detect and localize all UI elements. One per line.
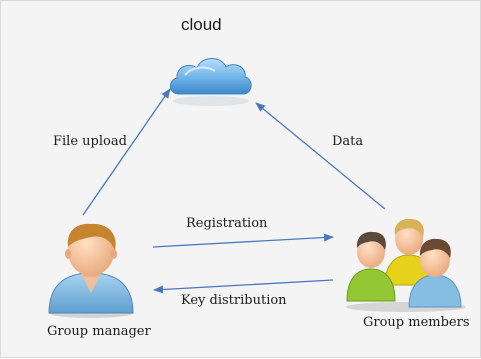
- group-manager-label: Group manager: [47, 324, 151, 339]
- key-distribution-label: Key distribution: [181, 293, 287, 308]
- data-label: Data: [332, 134, 364, 149]
- arrow-data: [255, 102, 386, 210]
- cloud-icon: [170, 58, 252, 106]
- arrow-registration: [152, 233, 334, 248]
- group-manager-icon: [48, 223, 134, 318]
- arrow-key-distribution: [153, 279, 334, 294]
- file-upload-label: File upload: [53, 134, 127, 149]
- registration-label: Registration: [186, 216, 268, 231]
- group-members-icon: [346, 218, 466, 312]
- arrow-file-upload: [82, 88, 171, 216]
- group-members-label: Group members: [363, 315, 470, 330]
- cloud-label: cloud: [181, 15, 222, 34]
